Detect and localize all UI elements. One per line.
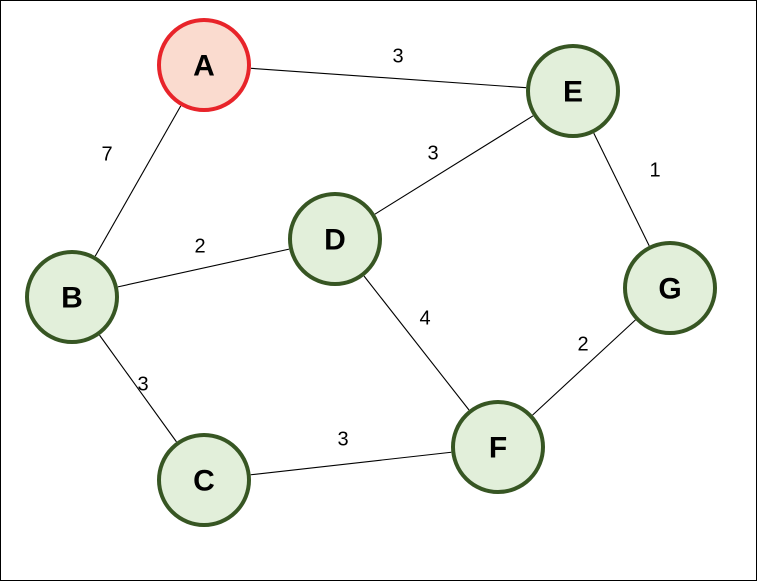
node-circle-d	[288, 192, 382, 286]
node-c: C	[157, 433, 251, 527]
node-b: B	[25, 250, 119, 344]
edge-weight-a-e: 3	[392, 45, 403, 67]
edge-weight-c-f: 3	[337, 428, 348, 450]
node-circle-g	[623, 241, 717, 335]
edge-a-b	[94, 105, 182, 257]
node-circle-a	[157, 18, 251, 112]
node-g: G	[623, 241, 717, 335]
weights-layer: 3 7 3 1 2 4 2 3 3	[101, 45, 660, 450]
edge-e-g	[593, 132, 650, 247]
edge-weight-e-g: 1	[649, 159, 660, 181]
edge-weight-g-f: 2	[577, 333, 588, 355]
node-e: E	[526, 44, 620, 138]
edge-weight-a-b: 7	[101, 143, 112, 165]
node-label-g: G	[658, 273, 681, 306]
edge-g-f	[532, 319, 636, 416]
node-circle-e	[526, 44, 620, 138]
edge-weight-b-c: 3	[137, 373, 148, 395]
nodes-layer: A B C D E F G	[25, 18, 717, 527]
edges-layer	[94, 67, 650, 476]
edge-d-e	[374, 115, 534, 215]
edge-a-e	[250, 67, 527, 89]
node-circle-f	[451, 400, 545, 494]
node-label-d: D	[324, 224, 346, 257]
edge-weight-b-d: 2	[194, 235, 205, 257]
edge-c-f	[250, 451, 452, 476]
node-a: A	[157, 18, 251, 112]
node-circle-b	[25, 250, 119, 344]
node-circle-c	[157, 433, 251, 527]
edge-b-d	[117, 248, 290, 288]
node-f: F	[451, 400, 545, 494]
node-label-b: B	[61, 282, 83, 315]
node-d: D	[288, 192, 382, 286]
edge-b-c	[99, 334, 177, 443]
edge-weight-d-f: 4	[419, 307, 430, 329]
node-label-c: C	[193, 465, 215, 498]
node-label-e: E	[563, 76, 583, 109]
node-label-a: A	[193, 50, 215, 83]
edge-weight-d-e: 3	[427, 142, 438, 164]
edge-d-f	[363, 275, 470, 411]
node-label-f: F	[489, 432, 507, 465]
